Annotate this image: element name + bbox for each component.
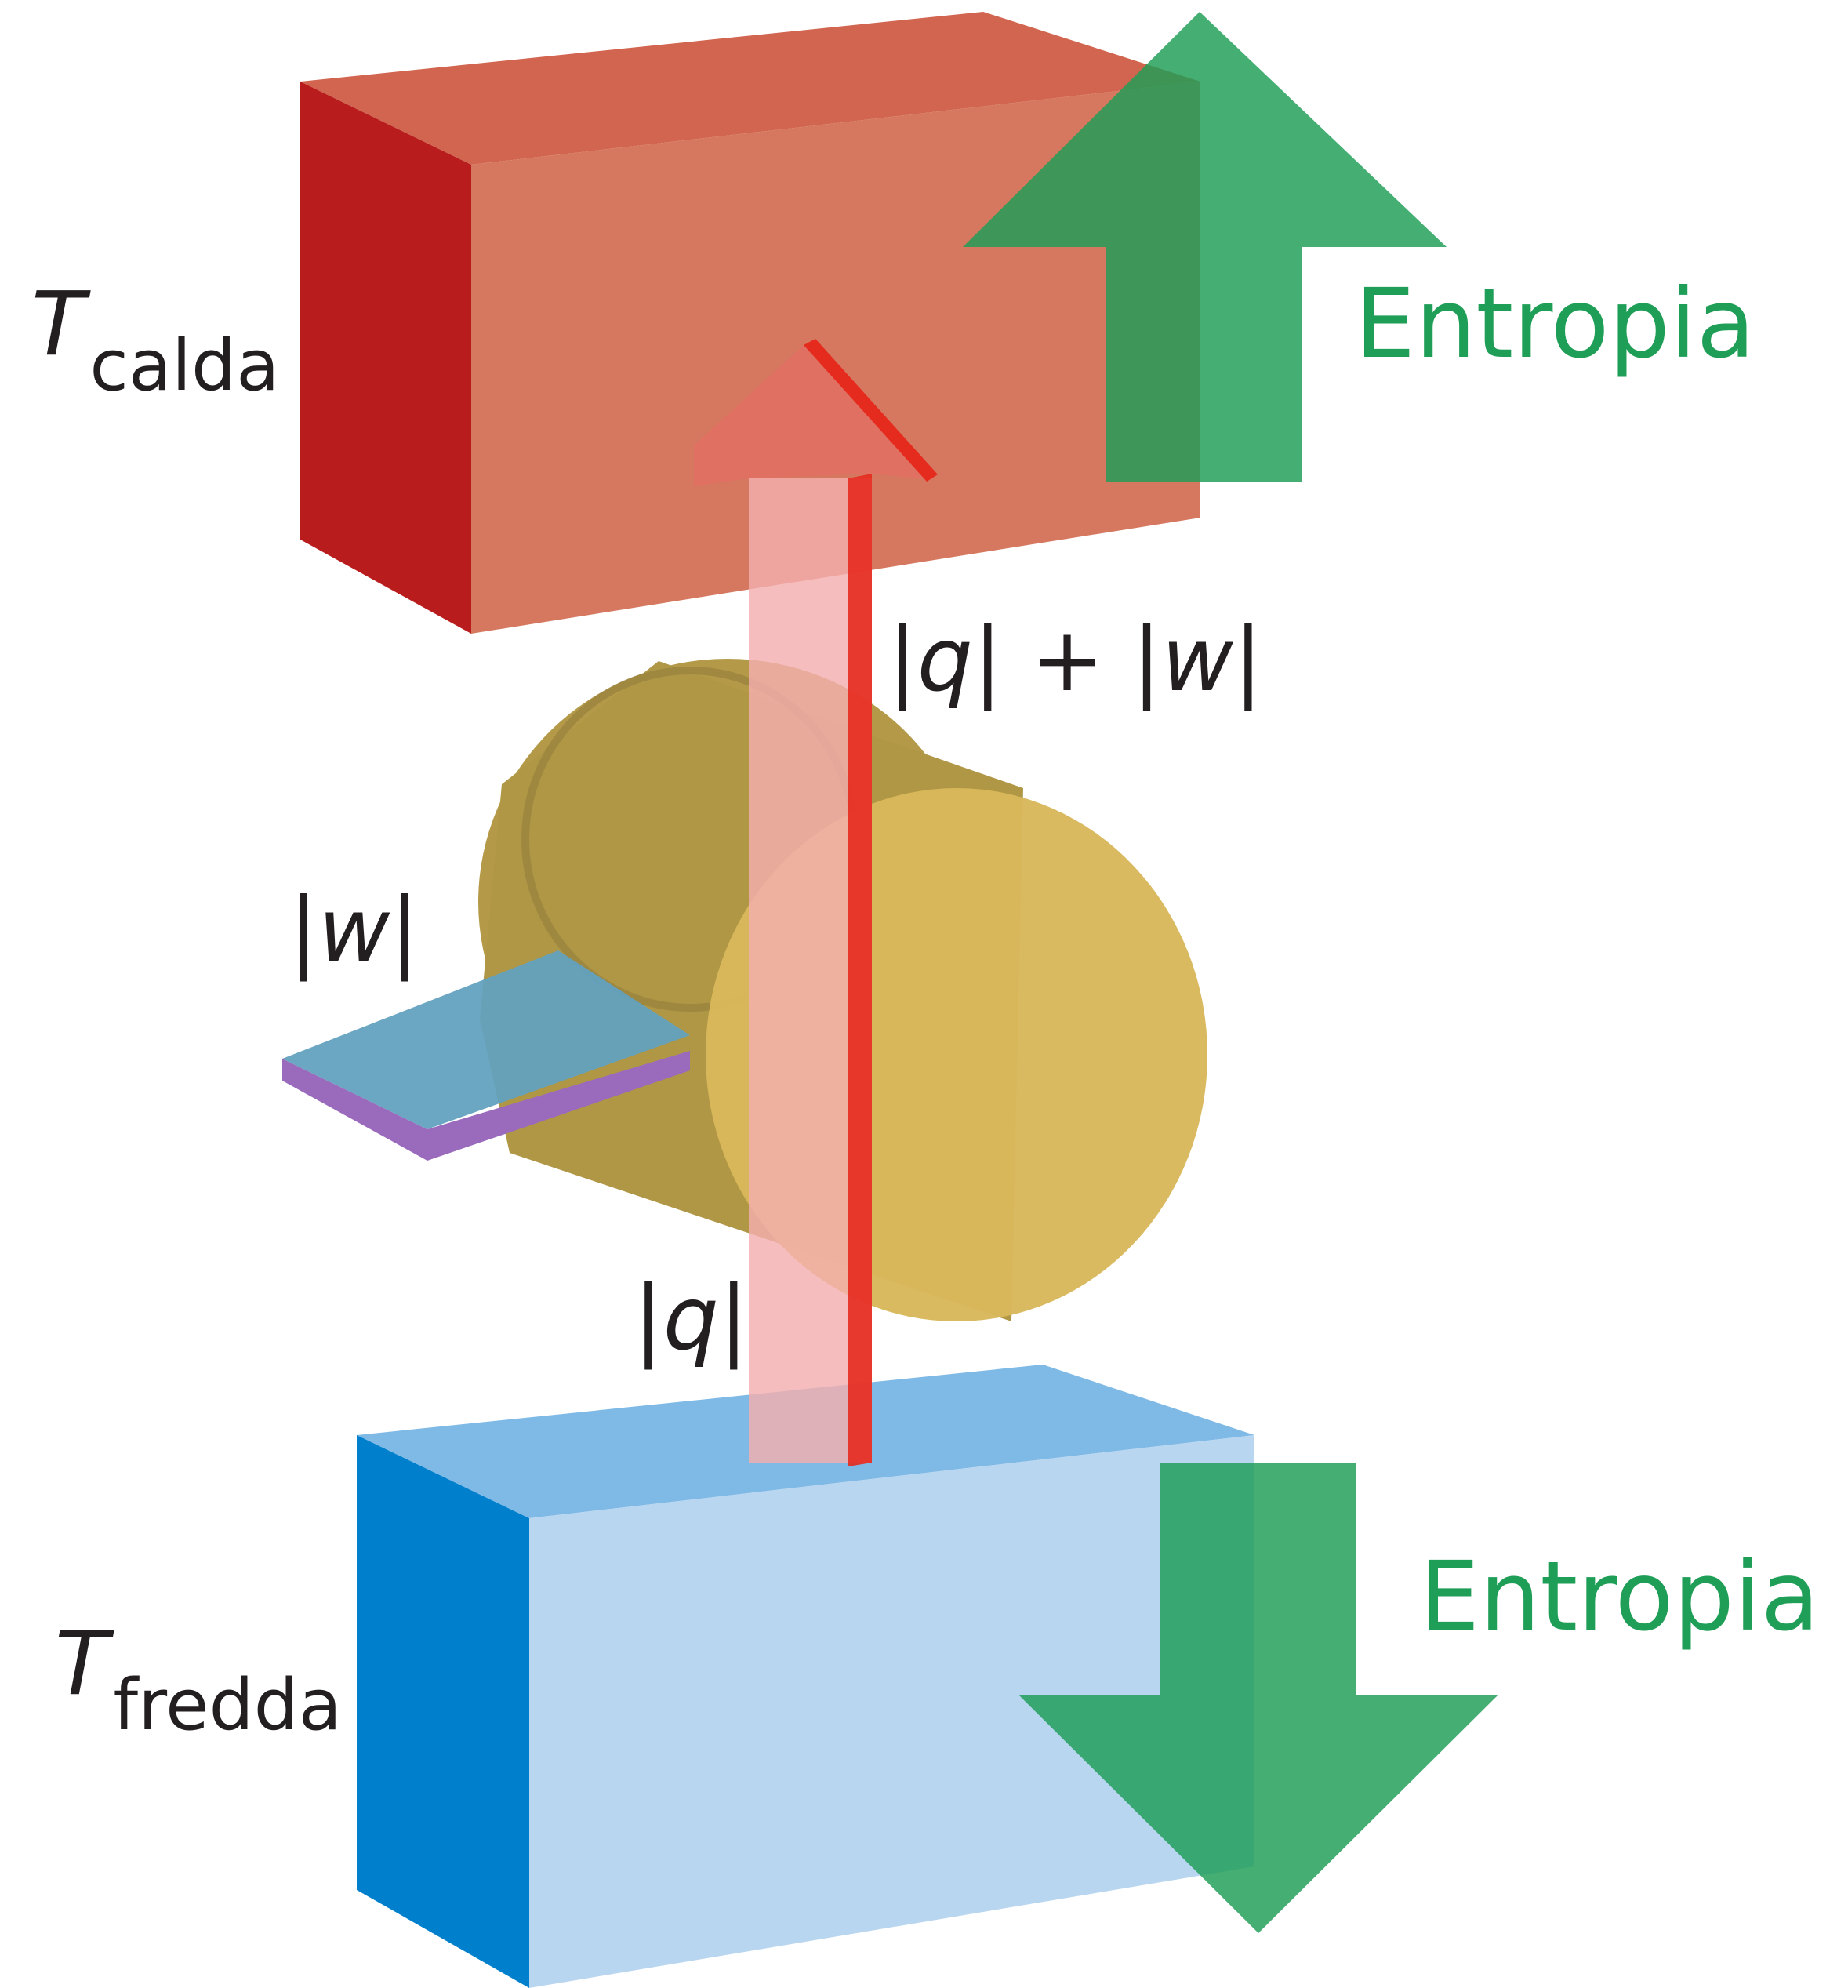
heat-flow-arrow	[694, 339, 938, 1466]
entropy-up-arrow-shape	[963, 12, 1447, 482]
work-label: |w|	[289, 880, 419, 982]
svg-text:Tfredda: Tfredda	[55, 1613, 342, 1746]
cold-temperature-symbol: T	[55, 1613, 114, 1715]
hot-reservoir-label: Tcalda	[31, 274, 279, 407]
hot-temperature-symbol: T	[31, 274, 91, 376]
hot-reservoir-top	[300, 12, 1200, 165]
entropy-down-arrow-shape	[1019, 1463, 1498, 1933]
heat-flow-shaft	[749, 478, 872, 1463]
svg-text:Tcalda: Tcalda	[31, 274, 279, 407]
heat-flow-arrowhead-edge	[804, 339, 938, 482]
cold-temperature-subscript: fredda	[113, 1664, 342, 1746]
work-plate	[282, 950, 690, 1161]
entropy-down-label: Entropia	[1419, 1541, 1819, 1652]
hot-reservoir-side	[300, 82, 471, 634]
cold-reservoir-label: Tfredda	[55, 1613, 342, 1746]
entropy-down-arrow	[1019, 1463, 1498, 1933]
entropy-up-arrow	[963, 12, 1447, 482]
heat-flow-shaft-edge	[848, 474, 872, 1466]
entropy-up-label: Entropia	[1355, 268, 1755, 380]
work-plate-edge	[282, 1051, 690, 1161]
hot-temperature-subscript: calda	[89, 325, 279, 407]
cold-reservoir-side	[357, 1435, 529, 1988]
work-plate-top	[282, 950, 690, 1129]
heat-out-label: |q| + |w|	[888, 609, 1263, 711]
heat-flow-arrowhead	[694, 345, 933, 486]
heat-in-label: |q|	[634, 1268, 749, 1370]
cold-reservoir-front	[529, 1435, 1254, 1988]
